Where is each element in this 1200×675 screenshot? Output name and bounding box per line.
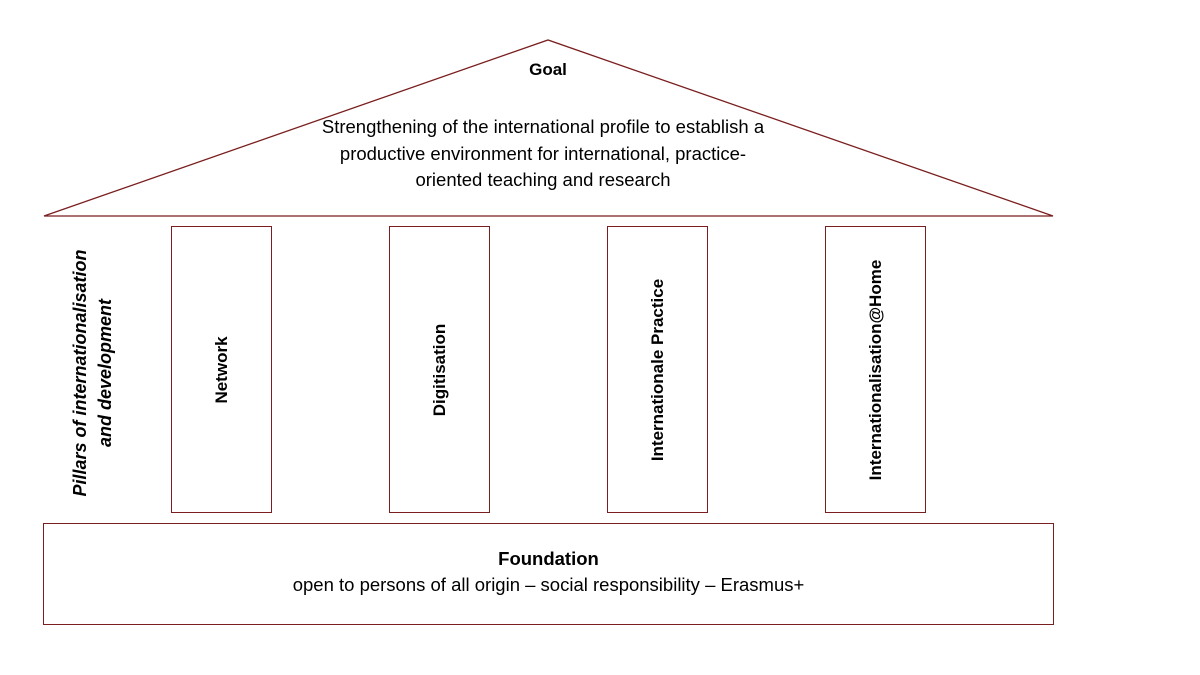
pillars-side-label: Pillars of internationalisation and deve…	[62, 233, 124, 513]
foundation-box: Foundation open to persons of all origin…	[43, 523, 1054, 625]
goal-description: Strengthening of the international profi…	[321, 116, 765, 190]
foundation-description: open to persons of all origin – social r…	[292, 574, 805, 595]
pillar-label: Internationalisation@Home	[865, 259, 885, 480]
pillar-network: Network	[171, 226, 272, 513]
pillar-label: Network	[211, 335, 231, 404]
pillar-digitisation: Digitisation	[389, 226, 490, 513]
pillar-internationale-practice: Internationale Practice	[607, 226, 708, 513]
foundation-title: Foundation	[498, 548, 599, 569]
pillar-internationalisation-at-home: Internationalisation@Home	[825, 226, 926, 513]
pillar-label: Digitisation	[429, 323, 449, 416]
pillars-side-label-text: Pillars of internationalisation and deve…	[70, 249, 115, 497]
pillar-label: Internationale Practice	[647, 278, 667, 461]
goal-title: Goal	[529, 60, 567, 79]
